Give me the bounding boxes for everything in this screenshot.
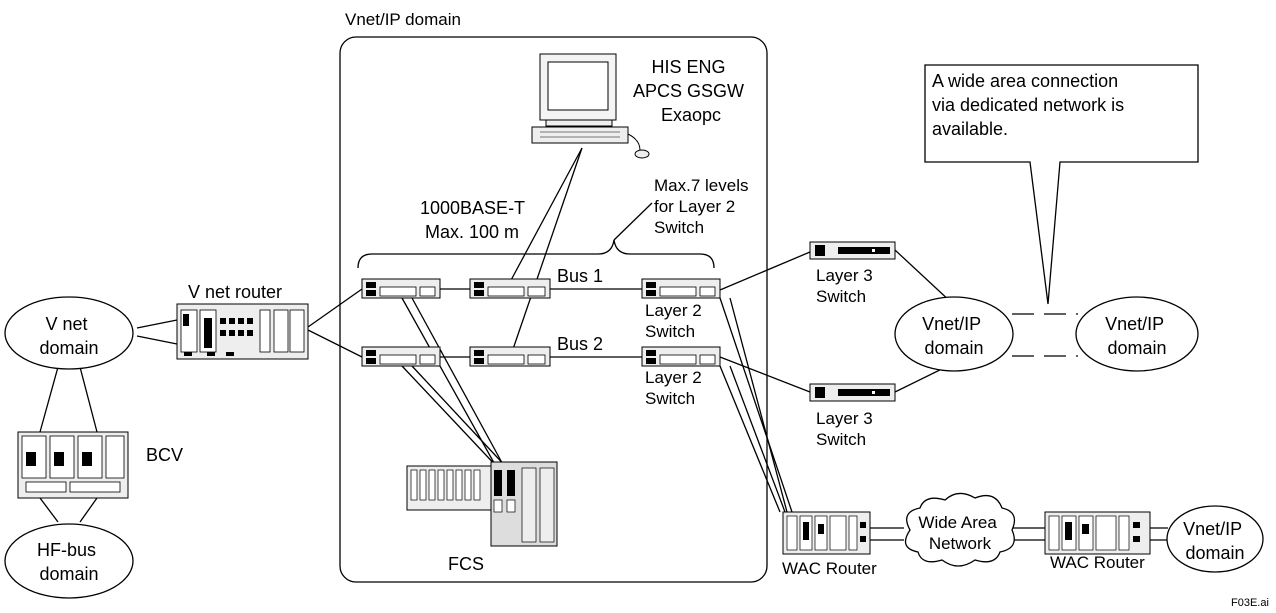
- layer2-switch-bus1-left: [361, 278, 441, 299]
- vnet-router-label: V net router: [188, 282, 282, 302]
- vnetip-domain-title: Vnet/IP domain: [345, 10, 461, 29]
- layer2-switch-bus1-right: [641, 278, 721, 299]
- layer2-switch-bus2-left: [361, 346, 441, 367]
- layer3-switch-label-1: Layer 3 Switch: [816, 266, 877, 306]
- layer2-switch-label-1: Layer 2 Switch: [645, 301, 706, 341]
- layer2-switch-label-2: Layer 2 Switch: [645, 368, 706, 408]
- fcs-icon: [406, 461, 558, 547]
- workstation-label: HIS ENG APCS GSGW Exaopc: [633, 57, 749, 125]
- levels-brace: [357, 239, 715, 269]
- hfbus-domain-label: HF-bus domain: [37, 540, 101, 584]
- layer2-switch-bus2-right: [641, 346, 721, 367]
- wan-label: Wide Area Network: [918, 513, 1001, 553]
- wan-cloud: [904, 492, 1016, 567]
- vnetip-domain-c-label: Vnet/IP domain: [1183, 519, 1247, 563]
- vnetip-domain-b-label: Vnet/IP domain: [1105, 314, 1169, 358]
- vnetip-domain-frame: [339, 36, 768, 583]
- bcv-icon: [17, 431, 129, 499]
- fcs-label: FCS: [448, 554, 484, 574]
- wac-router-1-icon: [782, 511, 871, 555]
- bcv-label: BCV: [146, 445, 183, 465]
- wac-router-1-label: WAC Router: [782, 559, 877, 578]
- vnetip-domain-ellipse-a: [894, 296, 1014, 372]
- vnet-domain-ellipse: [4, 296, 134, 370]
- vnetip-domain-ellipse-c: [1166, 505, 1264, 573]
- workstation-pc-icon: [531, 53, 650, 159]
- layer2-switch-bus1-mid: [469, 278, 551, 299]
- callout-balloon: [924, 64, 1199, 305]
- file-label: F03E.ai: [1231, 597, 1269, 609]
- layer2-switch-bus2-mid: [469, 346, 551, 367]
- vnetip-domain-a-label: Vnet/IP domain: [922, 314, 986, 358]
- bus1-label: Bus 1: [557, 266, 603, 286]
- layer3-switch-top: [809, 241, 896, 260]
- wac-router-2-icon: [1044, 511, 1151, 555]
- vnetip-domain-ellipse-b: [1075, 296, 1199, 372]
- levels-brace-leader: [613, 202, 653, 241]
- layer3-switch-label-2: Layer 3 Switch: [816, 409, 877, 449]
- hfbus-domain-ellipse: [4, 523, 134, 599]
- bus2-label: Bus 2: [557, 334, 603, 354]
- vnet-router-icon: [176, 303, 309, 360]
- levels-note-label: Max.7 levels for Layer 2 Switch: [654, 176, 753, 237]
- vnet-domain-label: V net domain: [39, 314, 98, 358]
- connection-lines: [39, 147, 1168, 541]
- wac-router-2-label: WAC Router: [1050, 553, 1145, 572]
- callout-text: A wide area connection via dedicated net…: [932, 71, 1129, 139]
- layer3-switch-bottom: [809, 383, 896, 402]
- cable-spec-label: 1000BASE-T Max. 100 m: [420, 198, 530, 242]
